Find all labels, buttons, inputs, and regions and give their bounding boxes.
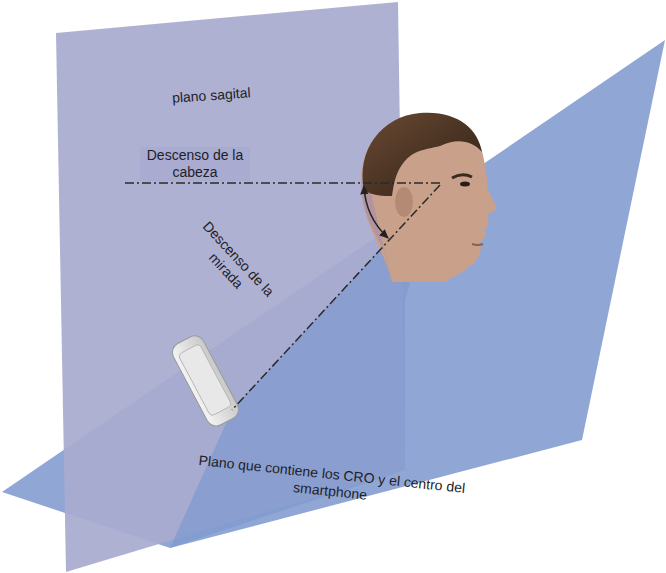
plane-label: plano sagital	[172, 82, 283, 107]
angle-label: Descenso de la cabeza	[140, 147, 250, 181]
angle-arc	[364, 186, 388, 238]
angle-label: Descenso de la mirada	[179, 210, 286, 321]
head-line	[125, 182, 440, 184]
smartphone	[169, 332, 242, 429]
plane-label: Plano que contiene los CRO y el centro d…	[195, 452, 467, 514]
head	[361, 113, 496, 282]
